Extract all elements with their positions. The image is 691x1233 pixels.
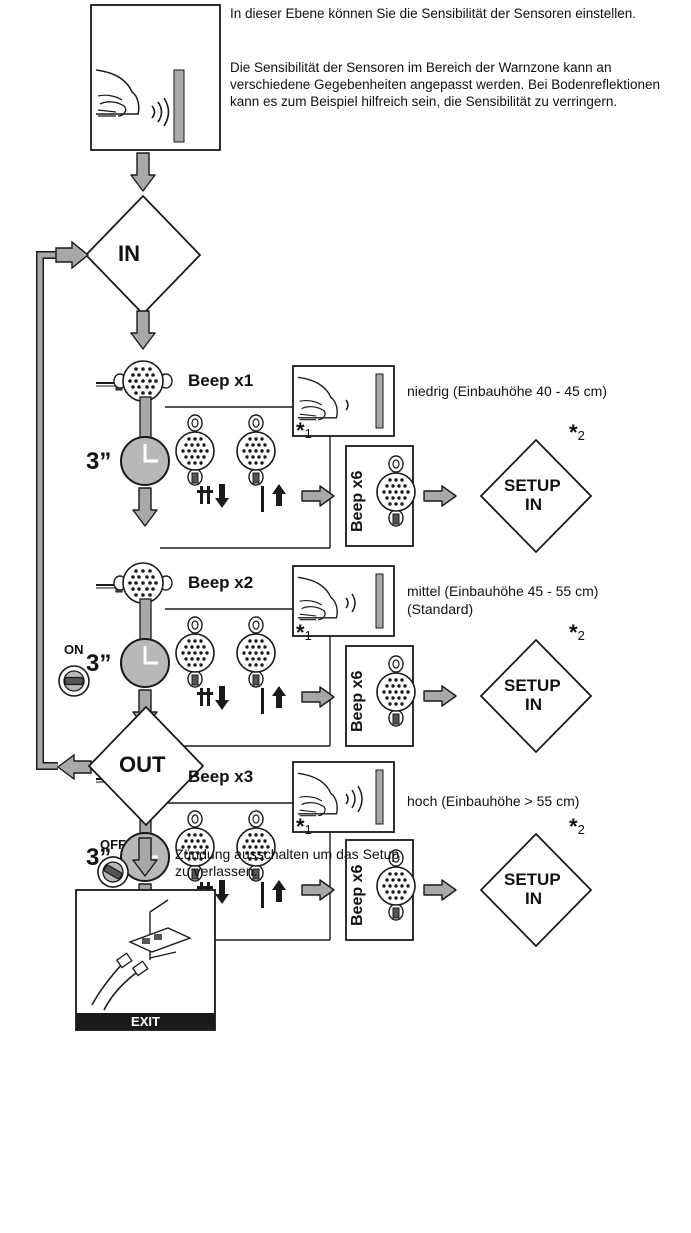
beep6-label-2: Beep x6 — [349, 670, 366, 732]
footnote-mark-3: *1 — [296, 814, 312, 839]
setup-top-label-3: SETUP — [504, 870, 561, 889]
sensitivity-illustration — [90, 4, 221, 151]
exit-label: EXIT — [131, 1014, 160, 1029]
beep6-label-1: Beep x6 — [349, 470, 366, 532]
timer-label-1: 3” — [86, 448, 112, 475]
beep-sensor-1 — [95, 360, 173, 402]
setup-note-3: *2 — [569, 814, 585, 839]
timer-label-3: 3” — [86, 844, 112, 871]
ignition-on-label: ON — [64, 642, 84, 657]
footnote-mark-2: *1 — [296, 620, 312, 645]
out-label: OUT — [119, 752, 166, 777]
setup-bottom-label-1: IN — [525, 495, 542, 514]
flow-arrow-start — [130, 152, 156, 192]
level-label-2b: (Standard) — [407, 601, 474, 617]
setup-top-label-2: SETUP — [504, 676, 561, 695]
exit-instruction: Zündung ausschalten um das Setup zu verl… — [175, 846, 400, 879]
level-2 — [95, 562, 593, 754]
setup-top-label-1: SETUP — [504, 476, 561, 495]
level-1 — [95, 360, 593, 554]
level-label-3: hoch (Einbauhöhe > 55 cm) — [407, 793, 580, 809]
setup-note-1: *2 — [569, 420, 585, 445]
timer-label-2: 3” — [86, 650, 112, 677]
in-diamond — [84, 194, 202, 316]
setup-bottom-label-2: IN — [525, 695, 542, 714]
intro-text-2: Die Sensibilität der Sensoren im Bereich… — [230, 60, 661, 109]
plug-unplug-1 — [197, 484, 286, 512]
flow-arrow-in — [130, 310, 156, 350]
footnote-mark-1: *1 — [296, 418, 312, 443]
intro-text-1: In dieser Ebene können Sie die Sensibili… — [230, 6, 637, 21]
setup-diamond-3 — [479, 832, 593, 948]
beep-label-3: Beep x3 — [188, 767, 254, 786]
plug-unplug-2 — [197, 686, 286, 714]
clock-icon-2 — [120, 638, 170, 688]
setup-note-2: *2 — [569, 620, 585, 645]
clock-icon-1 — [120, 436, 170, 486]
beep-label-1: Beep x1 — [188, 371, 254, 390]
level-label-1: niedrig (Einbauhöhe 40 - 45 cm) — [407, 383, 608, 399]
level-label-2: mittel (Einbauhöhe 45 - 55 cm) — [407, 583, 599, 599]
out-diamond — [87, 705, 205, 827]
setup-diamond-2 — [479, 638, 593, 754]
ignition-off-label: OFF — [100, 837, 126, 852]
in-label: IN — [118, 241, 140, 266]
ignition-on-key — [58, 665, 90, 697]
setup-diamond-1 — [479, 438, 593, 554]
setup-bottom-label-3: IN — [525, 889, 542, 908]
loop-back-rail — [36, 240, 92, 781]
exit-illustration — [75, 889, 216, 1031]
beep-label-2: Beep x2 — [188, 573, 254, 592]
beep-sensor-2 — [95, 562, 173, 604]
